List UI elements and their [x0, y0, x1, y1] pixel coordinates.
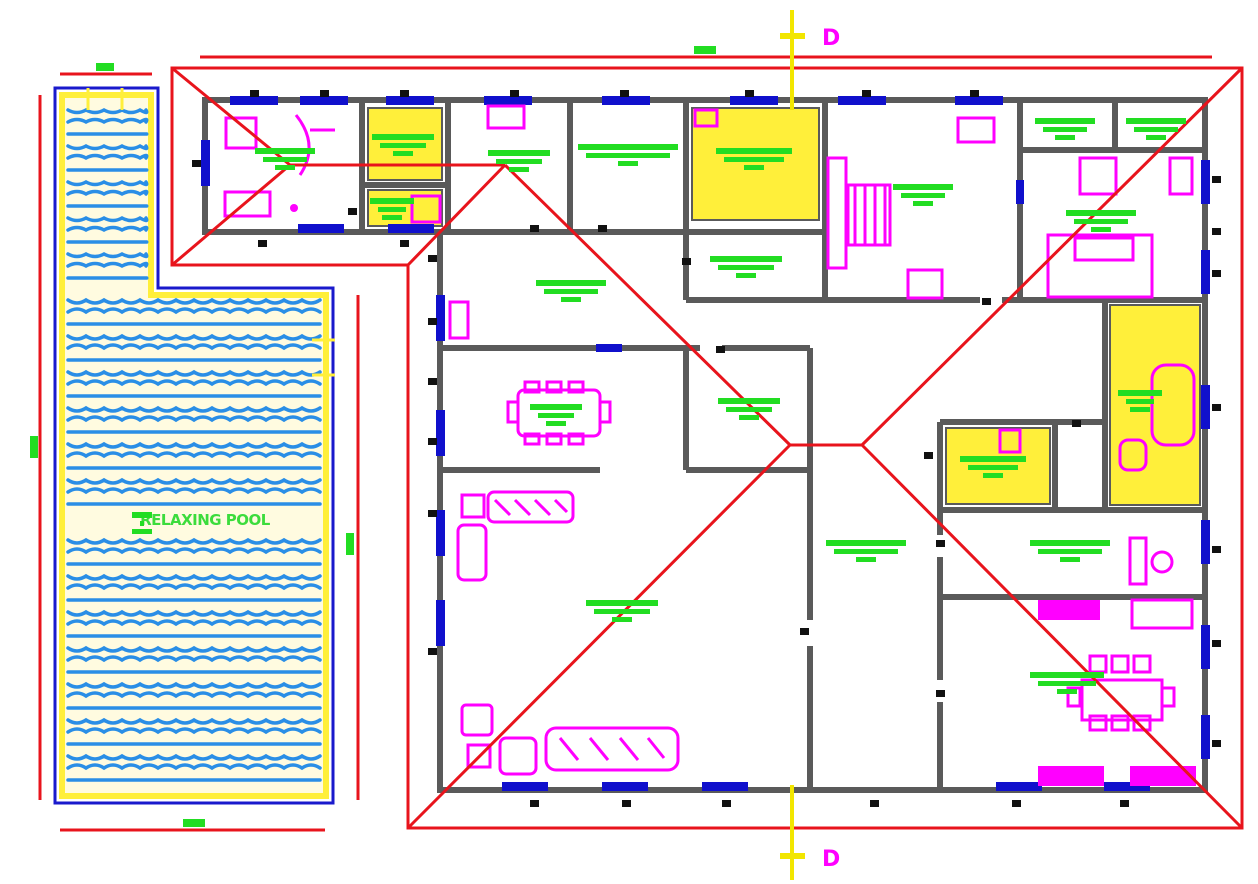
pool-label: RELAXING POOL: [140, 511, 271, 529]
window: [1104, 782, 1150, 791]
pool-water-waves: [66, 107, 322, 782]
living-sofa-icon: [460, 703, 680, 776]
window: [201, 140, 210, 186]
window: [1201, 250, 1210, 294]
window: [602, 96, 650, 105]
pool-dimension-lines: [38, 55, 1212, 832]
room-labels: [132, 118, 1186, 694]
window: [1201, 385, 1210, 429]
dimension-tags: [30, 46, 716, 827]
window: [484, 96, 532, 105]
window: [230, 96, 278, 105]
window: [388, 224, 434, 233]
window: [955, 96, 1003, 105]
bathtub-icon: [1118, 363, 1196, 586]
window: [386, 96, 434, 105]
stair-icon: [826, 156, 892, 270]
window: [1201, 160, 1210, 204]
window: [1201, 715, 1210, 759]
section-marker-bottom: D: [822, 847, 840, 872]
window: [436, 600, 445, 646]
window: [436, 295, 445, 341]
window: [1201, 625, 1210, 669]
window: [1201, 520, 1210, 564]
building-walls: [202, 97, 1208, 793]
furniture: [223, 104, 1196, 776]
window: [502, 782, 548, 791]
section-marker-top: D: [822, 26, 840, 51]
bed-icon: [1046, 156, 1194, 299]
relaxing-pool: RELAXING POOL: [53, 86, 335, 805]
roof-outline: [170, 66, 1244, 830]
window: [436, 410, 445, 456]
wall-tick-marks: [192, 90, 1221, 807]
dining-table-icon: [506, 380, 612, 446]
tiled-wet-areas: [367, 107, 1201, 506]
window: [436, 510, 445, 556]
window: [298, 224, 344, 233]
window: [996, 782, 1042, 791]
section-line: D D: [780, 10, 840, 880]
furniture-solids: [290, 204, 1196, 786]
window: [838, 96, 886, 105]
window: [300, 96, 348, 105]
window: [602, 782, 648, 791]
sofa-set-icon: [456, 490, 575, 582]
windows: [201, 96, 1210, 791]
pool-ladder: [86, 88, 335, 377]
window: [702, 782, 748, 791]
window: [730, 96, 778, 105]
